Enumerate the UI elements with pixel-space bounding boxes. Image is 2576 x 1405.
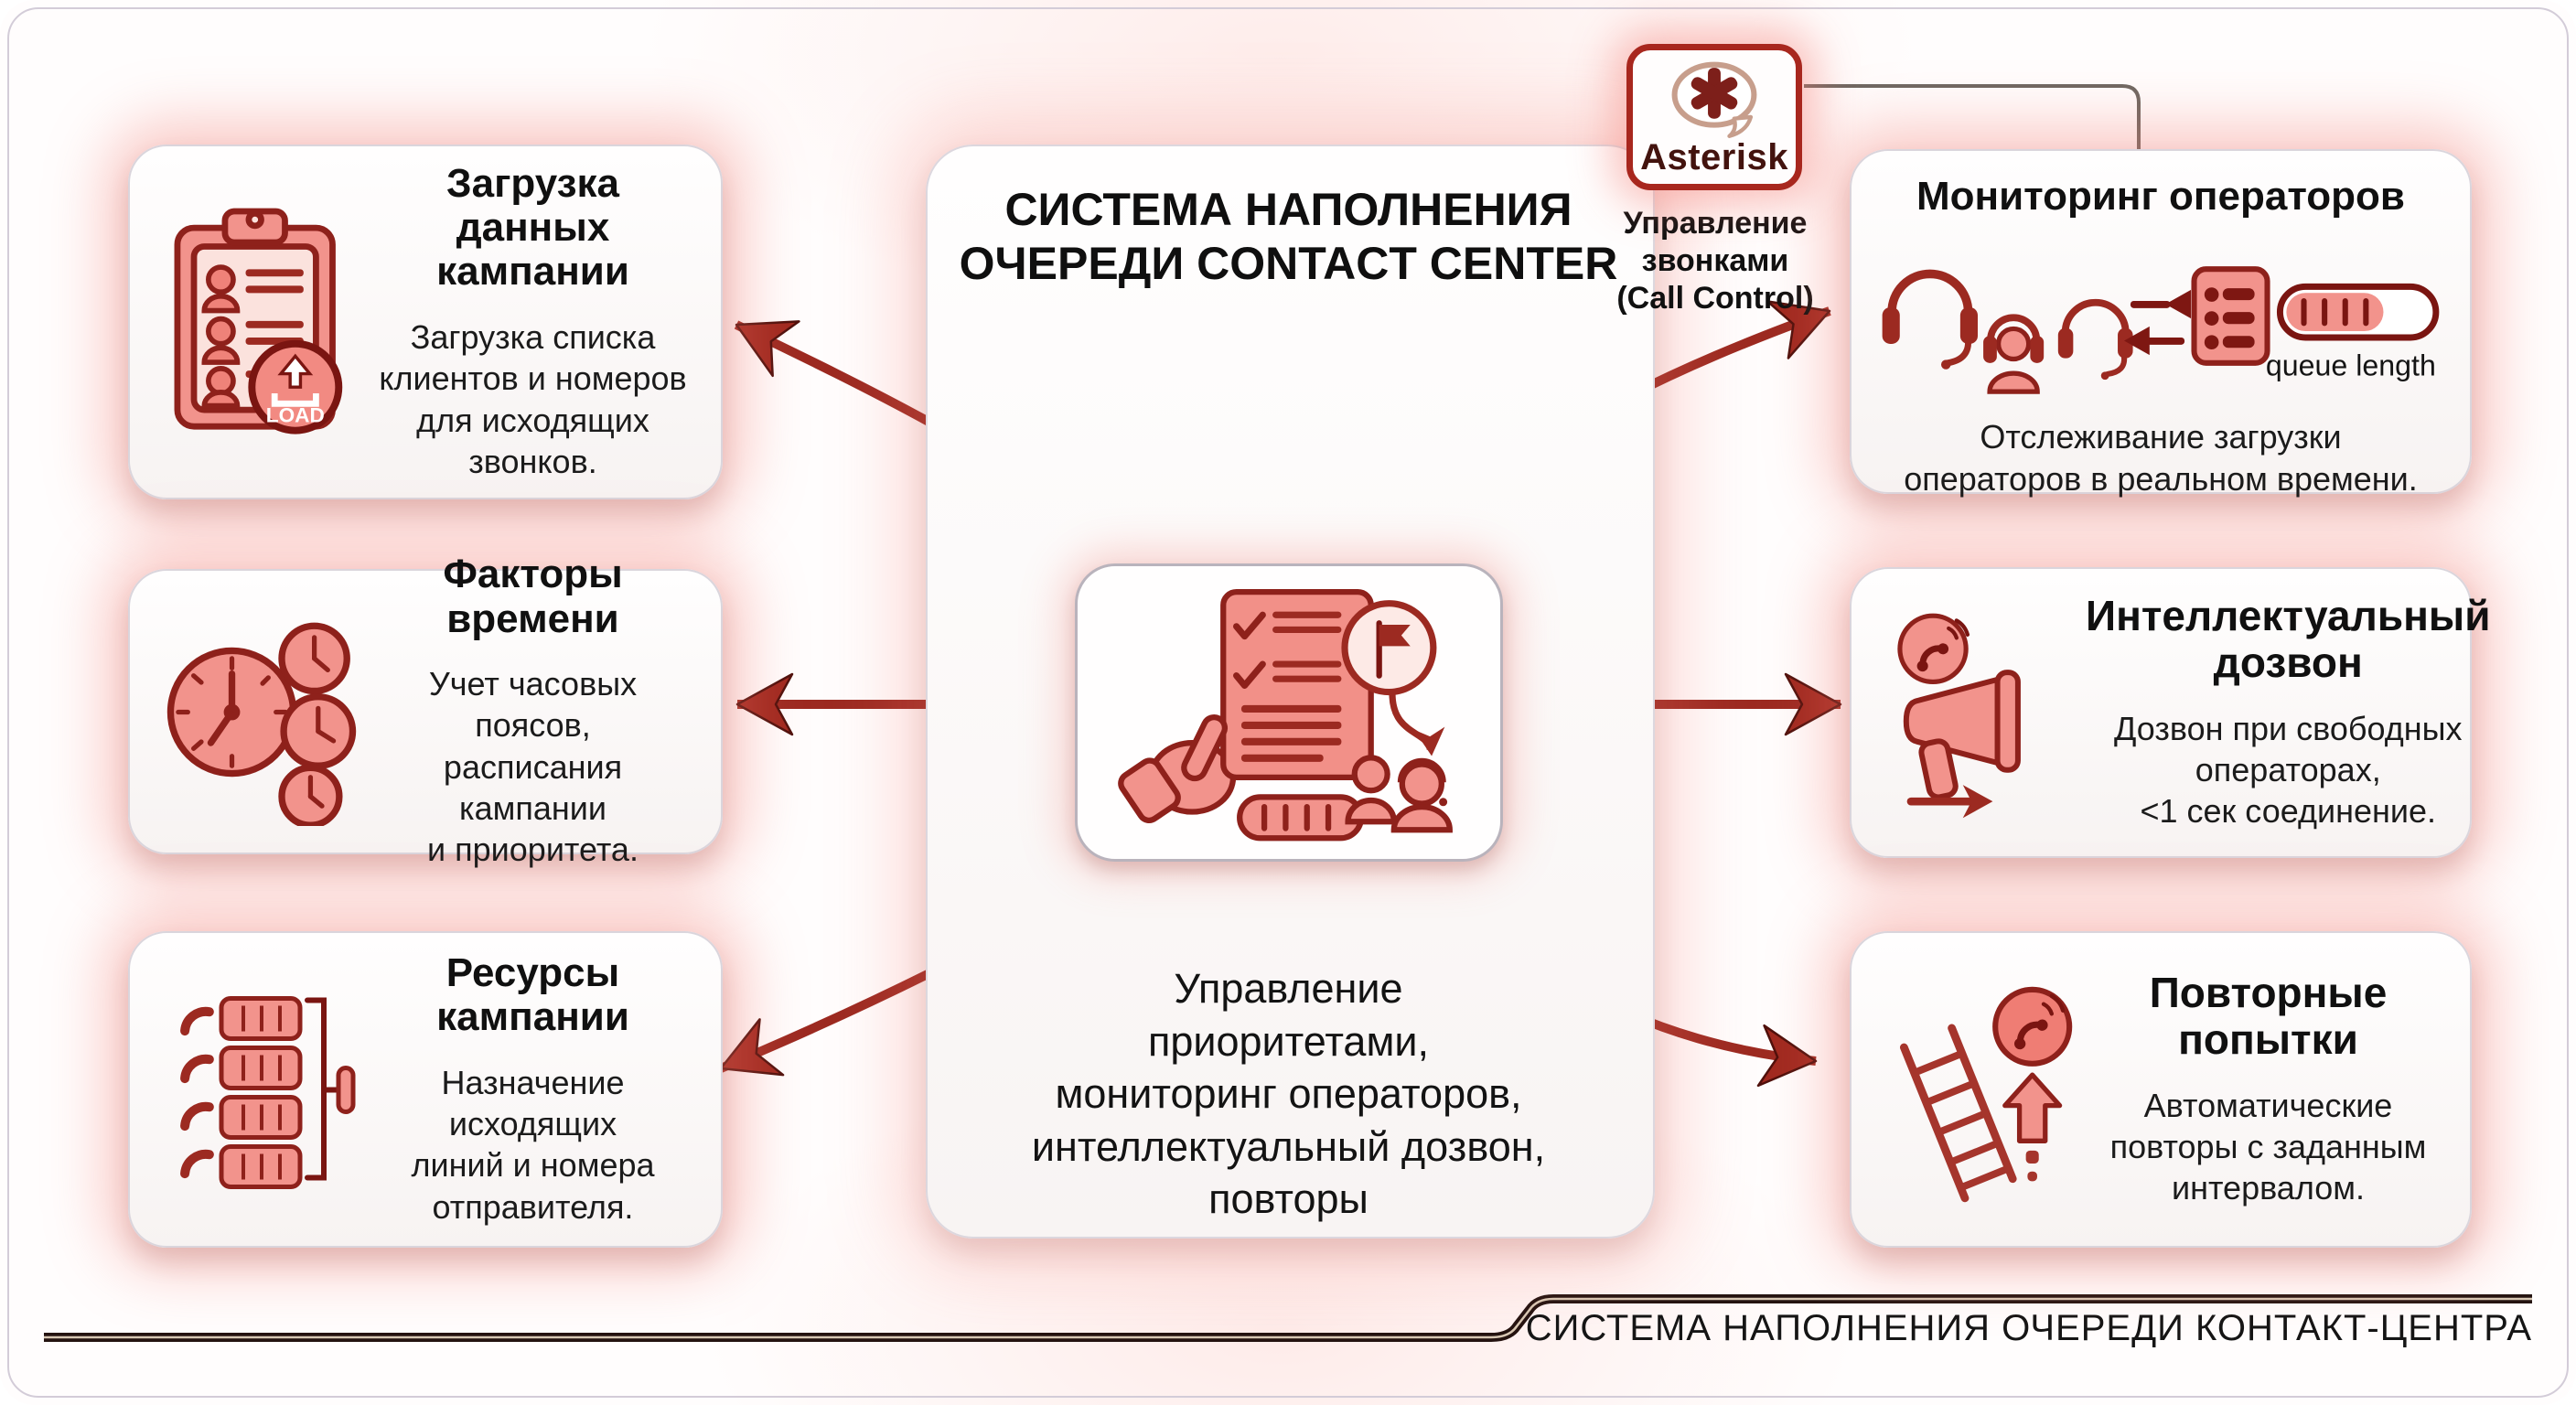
asterisk-caption: Управление звонками (Call Control) [1616, 206, 1814, 316]
ladder-retry-icon [1875, 971, 2090, 1208]
card-body: Автоматические повторы с заданным интерв… [2109, 1086, 2427, 1207]
checklist-hand-icon [1118, 589, 1453, 842]
asterisk-connector-line [1804, 84, 2141, 152]
center-icon-card [1075, 563, 1503, 862]
card-operator-monitoring: Мониторинг операторов [1850, 149, 2472, 498]
card-title: Повторные попытки [2149, 969, 2388, 1063]
card-campaign-resources: Ресурсы кампании Назначение исходящих ли… [128, 931, 723, 1248]
card-body: Отслеживание загрузки операторов в реаль… [1904, 418, 2418, 498]
clocks-icon [154, 597, 369, 826]
card-campaign-data: LOAD Загрузка данных кампании Загрузка с… [128, 145, 723, 499]
center-bottom-text: Управление приоритетами, мониторинг опер… [1031, 965, 1546, 1223]
card-body: Назначение исходящих линий и номера отпр… [411, 1063, 655, 1226]
phone-lines-icon [154, 975, 369, 1204]
card-body: Дозвон при свободных операторах, <1 сек … [2113, 709, 2463, 831]
operators-queue-icon: queue length [1882, 228, 2440, 411]
card-title: Загрузка данных кампании [436, 160, 629, 295]
footer-rule [44, 1294, 2532, 1342]
card-title: Мониторинг операторов [1916, 174, 2405, 219]
asterisk-badge: Asterisk [1626, 44, 1802, 190]
card-retries: Повторные попытки Автоматические повторы… [1850, 931, 2472, 1248]
clipboard-load-icon: LOAD [154, 203, 369, 441]
card-smart-dialing: Интеллектуальный дозвон Дозвон при свобо… [1850, 567, 2490, 858]
svg-text:queue length: queue length [2266, 349, 2436, 382]
svg-text:LOAD: LOAD [266, 404, 325, 427]
card-title: Факторы времени [443, 552, 623, 641]
asterisk-logo-icon [1671, 61, 1757, 138]
card-body: Загрузка списка клиентов и номеров для и… [379, 317, 687, 480]
card-title: Ресурсы кампании [436, 949, 629, 1040]
card-body: Учет часовых поясов, расписания кампании… [427, 665, 639, 869]
card-title: Интеллектуальный дозвон [2086, 592, 2491, 686]
card-time-factors: Факторы времени Учет часовых поясов, рас… [128, 552, 723, 868]
footer-caption: СИСТЕМА НАПОЛНЕНИЯ ОЧЕРЕДИ КОНТАКТ-ЦЕНТР… [1525, 1308, 2532, 1348]
center-title: СИСТЕМА НАПОЛНЕНИЯ ОЧЕРЕДИ CONTACT CENTE… [959, 184, 1618, 289]
megaphone-dial-icon [1875, 598, 2086, 827]
asterisk-wordmark: Asterisk [1640, 136, 1788, 177]
